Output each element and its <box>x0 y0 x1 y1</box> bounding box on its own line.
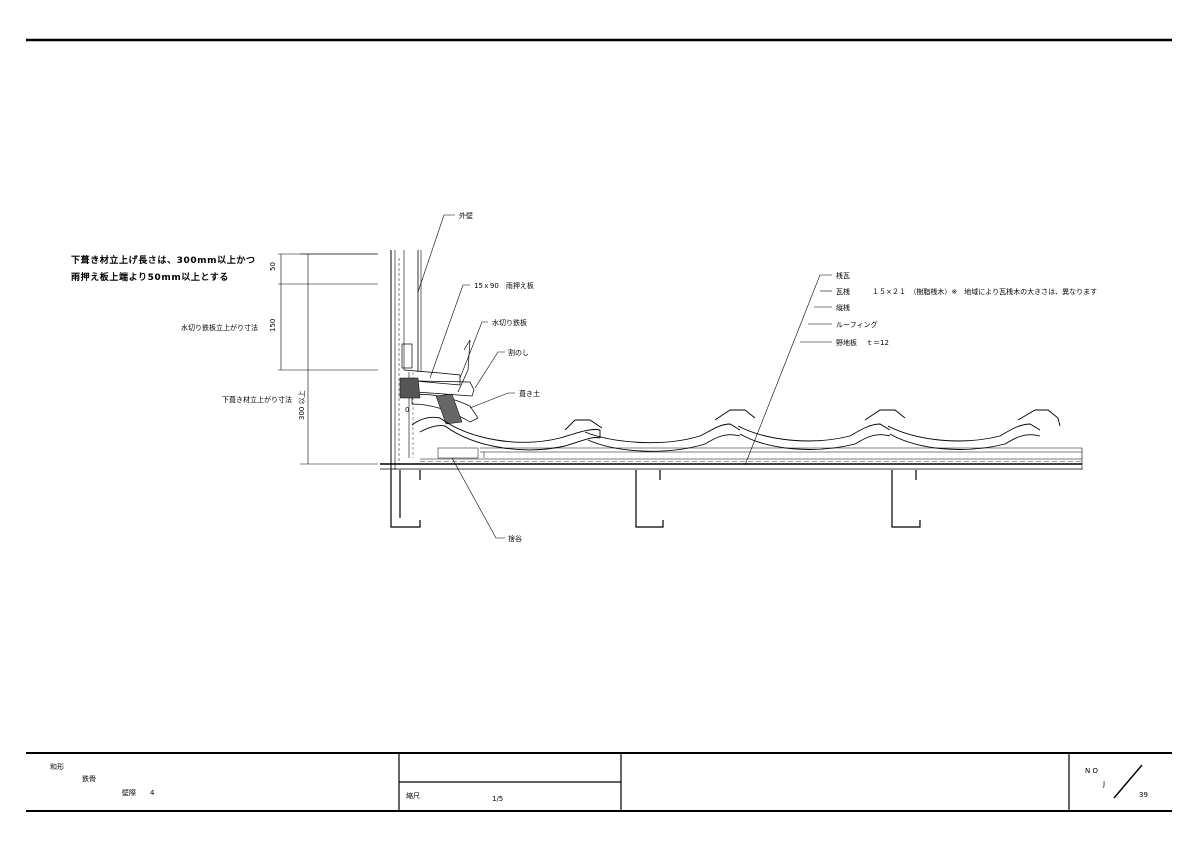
steel-purlins <box>390 470 921 528</box>
dimension-label-flashing: 水切り鉄板立上がり寸法 <box>181 323 258 332</box>
title-line-3-label: 壁際 <box>122 788 136 797</box>
label-outer-wall: 外壁 <box>459 211 473 220</box>
dimension-lines <box>278 253 378 465</box>
outer-wall-section <box>390 250 422 470</box>
title-line-1: 和形 <box>50 762 64 771</box>
dimension-50: 50 <box>269 262 277 271</box>
label-rain-board: 15ｘ90 雨押え板 <box>474 281 534 290</box>
drawing-no-label: N O <box>1085 767 1098 775</box>
roof-layers <box>380 447 1083 470</box>
label-vertical-batten: 縦桟 <box>836 303 850 312</box>
leader-lines <box>417 214 832 539</box>
sealant-fill <box>399 377 421 399</box>
title-line-3-value: 4 <box>150 789 155 797</box>
drawing-no-value: 39 <box>1139 791 1148 799</box>
title-line-2: 鉄骨 <box>82 774 96 783</box>
label-batten-size: １５×２１ （樹脂桟木）※ 地域により瓦桟木の大きさは、異なります <box>872 287 1097 296</box>
label-mortar: 葺き土 <box>519 389 540 398</box>
label-sheathing-thickness: ｔ＝12 <box>866 339 889 347</box>
label-noshi: 割のし <box>508 348 529 357</box>
scale-value: 1/5 <box>492 795 503 803</box>
note-line-2: 雨押え板上端より50mm以上とする <box>71 271 229 283</box>
label-flashing: 水切り鉄板 <box>492 318 527 327</box>
label-flat-tile: 桟瓦 <box>836 271 850 280</box>
mortar-fill <box>435 393 463 425</box>
title-block <box>26 752 1172 812</box>
rain-board-flashing <box>401 339 479 423</box>
note-line-1: 下葺き材立上げ長さは、300mm以上かつ <box>71 254 256 266</box>
drawing-no-j: J <box>1102 780 1105 788</box>
label-eaves-gutter: 捨谷 <box>508 534 522 543</box>
label-batten: 瓦桟 <box>836 287 850 296</box>
small-mark: 0 <box>405 406 409 414</box>
label-sheathing: 野地板 <box>836 338 857 347</box>
dimension-label-underlay: 下葺き材立上がり寸法 <box>222 395 292 404</box>
dimension-300: 300 以上 <box>297 390 306 420</box>
dimension-150: 150 <box>269 319 277 332</box>
label-roofing: ルーフィング <box>836 320 877 329</box>
roof-tiles <box>411 409 1061 452</box>
scale-label: 縮尺 <box>406 791 420 800</box>
